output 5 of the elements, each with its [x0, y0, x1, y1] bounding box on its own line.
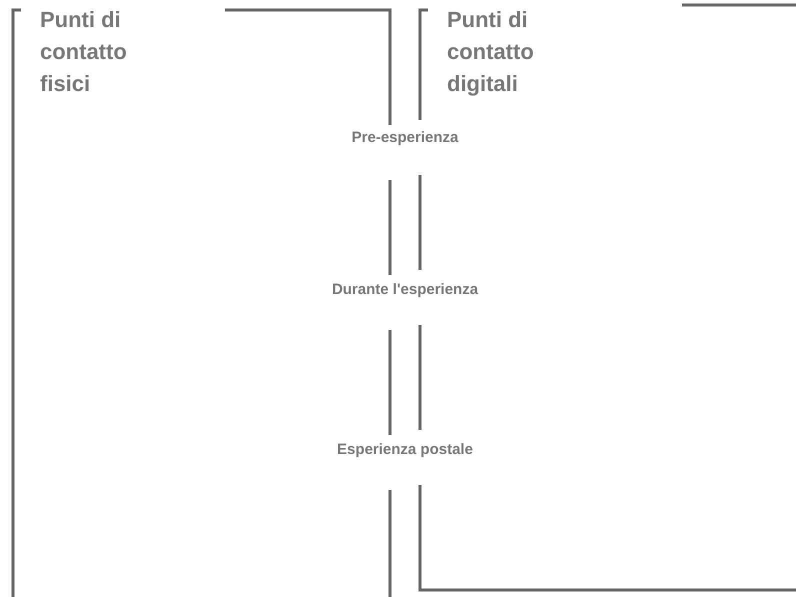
phase-label: Esperienza postale	[337, 441, 473, 458]
phase-label: Durante l'esperienza	[332, 281, 478, 298]
panel-heading: Punti di contatto fisici	[40, 6, 128, 98]
panel-heading: Punti di contatto digitali	[447, 6, 535, 98]
phase-label: Pre-esperienza	[352, 129, 458, 146]
